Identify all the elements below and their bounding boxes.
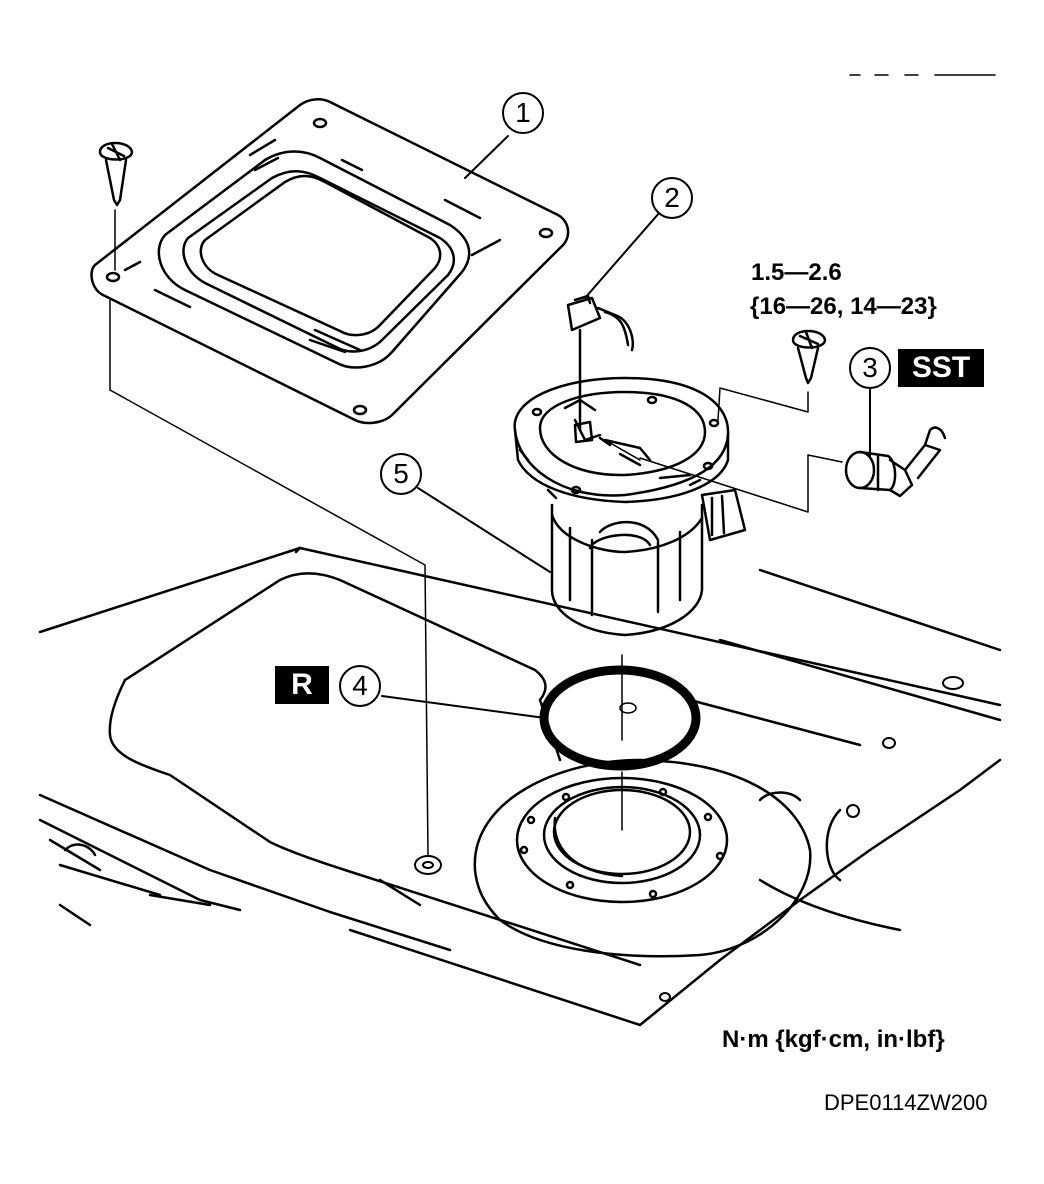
quick-connector-guide xyxy=(604,439,843,513)
gasket-ring xyxy=(539,665,701,771)
sst-tag: SST xyxy=(898,349,984,387)
cover-screw xyxy=(98,141,134,207)
leader-lines xyxy=(381,135,871,719)
callout-3: 3 xyxy=(849,347,891,389)
module-screw-guide xyxy=(717,387,809,421)
callout-2: 2 xyxy=(651,177,693,219)
floor-panel xyxy=(38,546,1002,1027)
torque-spec-alt-units: {16—26, 14—23} xyxy=(750,293,937,320)
cover-screw-guide xyxy=(109,209,429,856)
callout-5: 5 xyxy=(380,453,422,495)
pump-connector xyxy=(566,294,634,444)
callout-4: 4 xyxy=(339,665,381,707)
replace-tag: R xyxy=(275,666,329,704)
access-cover xyxy=(90,98,570,425)
torque-units-note: N·m {kgf·cm, in·lbf} xyxy=(722,1026,945,1053)
module-center-guides xyxy=(619,654,637,831)
figure-code: DPE0114ZW200 xyxy=(824,1090,988,1115)
module-screw xyxy=(791,329,827,385)
callout-1: 1 xyxy=(502,92,544,134)
fuel-pump-module xyxy=(513,376,747,637)
floor-holes xyxy=(414,676,964,1002)
quick-connector xyxy=(844,426,947,498)
torque-spec-range: 1.5—2.6 xyxy=(751,259,842,286)
